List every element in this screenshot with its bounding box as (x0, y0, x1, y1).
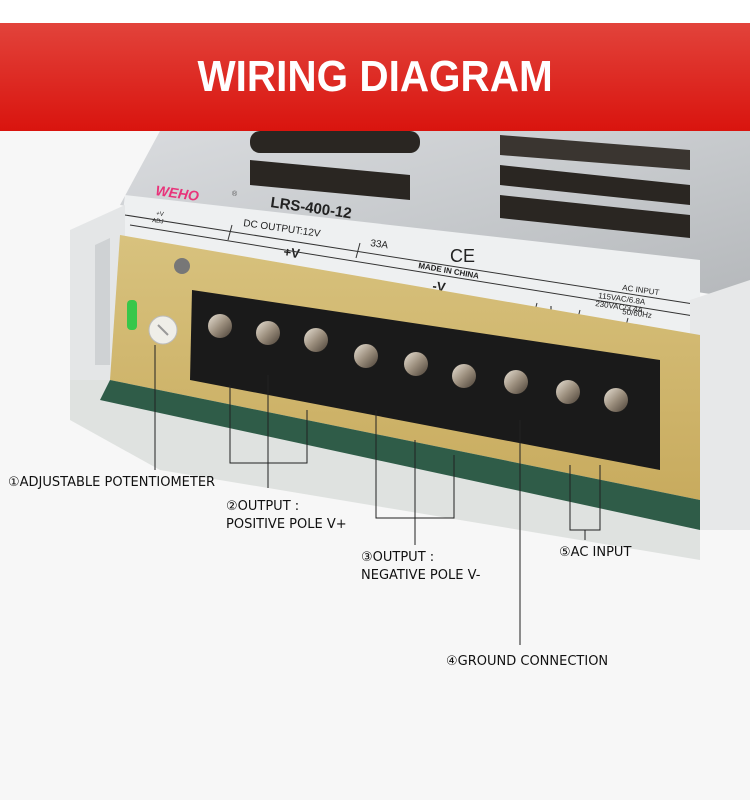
brand-logo: WEHO (155, 182, 200, 204)
callout-ground-connection: ④GROUND CONNECTION (446, 654, 609, 669)
callout-output-positive: ②OUTPUT : POSITIVE POLE V+ (226, 499, 347, 532)
current-rating: 33A (370, 238, 389, 251)
ce-mark: CE (450, 246, 475, 266)
header-banner: WIRING DIAGRAM (0, 23, 750, 131)
svg-text:50/60Hz: 50/60Hz (622, 307, 653, 320)
positive-terminal-label: +V (283, 244, 302, 261)
page-title: WIRING DIAGRAM (197, 52, 553, 101)
top-margin (0, 0, 750, 23)
terminal-screws (208, 314, 628, 412)
callout-ac-input: ⑤AC INPUT (559, 545, 632, 560)
mounting-screw (174, 258, 190, 274)
led-indicator (127, 300, 137, 330)
callout-output-negative: ③OUTPUT : NEGATIVE POLE V- (361, 550, 481, 583)
svg-text:+V: +V (156, 211, 164, 218)
callout-leader-lines (154, 345, 601, 645)
power-supply-photo: WEHO ® LRS-400-12 DC OUTPUT:12V 33A +V A… (70, 131, 750, 645)
svg-text:®: ® (232, 190, 238, 198)
svg-text:ADJ: ADJ (152, 218, 164, 226)
callout-adjustable-potentiometer: ①ADJUSTABLE POTENTIOMETER (8, 475, 216, 490)
